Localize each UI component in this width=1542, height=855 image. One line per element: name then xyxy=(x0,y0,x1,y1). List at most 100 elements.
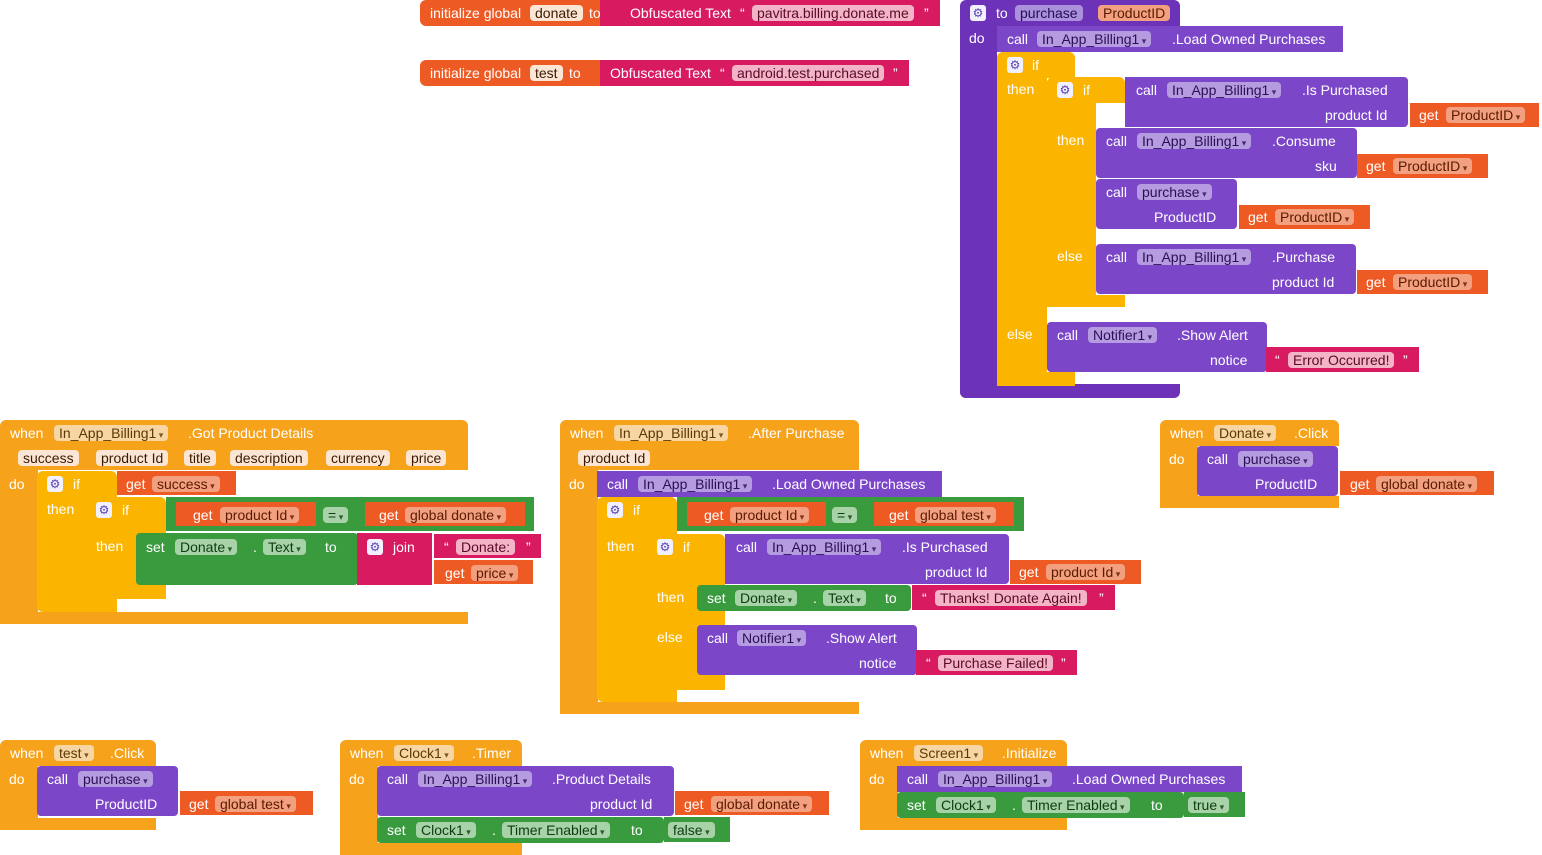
variable-dropdown[interactable]: ProductID xyxy=(1393,158,1473,174)
arg-label: ProductID xyxy=(1154,209,1217,225)
component-dropdown[interactable]: In_App_Billing1 xyxy=(938,771,1053,787)
variable-dropdown[interactable]: global test xyxy=(915,507,996,523)
event-footer xyxy=(1160,496,1339,508)
gear-icon[interactable]: ⚙ xyxy=(47,476,63,492)
boolean-dropdown[interactable]: true xyxy=(1188,797,1230,813)
quote-open: “ xyxy=(444,539,449,555)
procedure-dropdown[interactable]: purchase xyxy=(1238,451,1313,467)
component-dropdown[interactable]: In_App_Billing1 xyxy=(767,539,882,555)
component-dropdown[interactable]: Notifier1 xyxy=(737,630,807,646)
variable-dropdown[interactable]: global test xyxy=(215,796,296,812)
call-label: call xyxy=(387,771,409,787)
variable-dropdown[interactable]: product Id xyxy=(220,507,300,523)
get-label: get xyxy=(889,507,909,523)
component-dropdown[interactable]: In_App_Billing1 xyxy=(614,425,729,441)
then-label: then xyxy=(96,538,124,554)
quote-close: ” xyxy=(1061,655,1066,671)
component-dropdown[interactable]: Clock1 xyxy=(394,745,454,761)
get-label: get xyxy=(1366,158,1386,174)
arg-label: notice xyxy=(1210,352,1248,368)
variable-dropdown[interactable]: ProductID xyxy=(1275,209,1355,225)
if-label: if xyxy=(122,502,129,518)
property-dropdown[interactable]: Text xyxy=(823,590,866,606)
component-dropdown[interactable]: In_App_Billing1 xyxy=(418,771,533,787)
gear-icon[interactable]: ⚙ xyxy=(367,539,383,555)
if-else-spine xyxy=(997,52,1047,386)
to-label: to xyxy=(631,822,643,838)
event-param[interactable]: currency xyxy=(326,450,390,466)
call-label: call xyxy=(1207,451,1229,467)
event-param[interactable]: product Id xyxy=(96,450,169,466)
variable-dropdown[interactable]: global donate xyxy=(711,796,813,812)
gear-icon[interactable]: ⚙ xyxy=(970,5,986,21)
variable-dropdown[interactable]: ProductID xyxy=(1393,274,1473,290)
property-dropdown[interactable]: Timer Enabled xyxy=(502,822,610,838)
variable-dropdown[interactable]: global donate xyxy=(405,507,507,523)
component-dropdown[interactable]: Clock1 xyxy=(416,822,476,838)
when-label: when xyxy=(570,425,604,441)
set-property-block[interactable] xyxy=(136,533,358,585)
get-label: get xyxy=(193,507,213,523)
event-spine xyxy=(560,470,598,714)
component-dropdown[interactable]: test xyxy=(54,745,94,761)
operator-dropdown[interactable]: = xyxy=(323,507,349,523)
component-dropdown[interactable]: In_App_Billing1 xyxy=(1167,82,1282,98)
to-label: to xyxy=(589,5,601,21)
gear-icon[interactable]: ⚙ xyxy=(657,539,673,555)
component-dropdown[interactable]: In_App_Billing1 xyxy=(1037,31,1152,47)
property-dropdown[interactable]: Timer Enabled xyxy=(1022,797,1130,813)
event-param[interactable]: success xyxy=(18,450,79,466)
event-param[interactable]: product Id xyxy=(578,450,651,466)
text-field[interactable]: pavitra.billing.donate.me xyxy=(752,5,914,21)
obfuscated-text-label: Obfuscated Text xyxy=(630,5,731,21)
event-param[interactable]: description xyxy=(230,450,308,466)
text-field[interactable]: android.test.purchased xyxy=(732,65,885,81)
property-dropdown[interactable]: Text xyxy=(263,539,306,555)
text-field[interactable]: Purchase Failed! xyxy=(938,655,1054,671)
variable-dropdown[interactable]: success xyxy=(152,476,220,492)
component-dropdown[interactable]: In_App_Billing1 xyxy=(54,425,169,441)
global-name-field[interactable]: test xyxy=(530,65,563,81)
gear-icon[interactable]: ⚙ xyxy=(1057,82,1073,98)
variable-dropdown[interactable]: product Id xyxy=(730,507,810,523)
to-label: to xyxy=(885,590,897,606)
text-field[interactable]: Thanks! Donate Again! xyxy=(935,590,1087,606)
variable-dropdown[interactable]: global donate xyxy=(1376,476,1478,492)
procedure-dropdown[interactable]: purchase xyxy=(78,771,153,787)
component-dropdown[interactable]: In_App_Billing1 xyxy=(638,476,753,492)
quote-open: “ xyxy=(922,590,927,606)
set-property-block[interactable] xyxy=(697,585,911,611)
variable-dropdown[interactable]: product Id xyxy=(1046,564,1126,580)
procedure-param[interactable]: ProductID xyxy=(1098,5,1171,21)
if-label: if xyxy=(633,502,640,518)
procedure-dropdown[interactable]: purchase xyxy=(1137,184,1212,200)
gear-icon[interactable]: ⚙ xyxy=(1007,57,1023,73)
method-label: .Consume xyxy=(1272,133,1336,149)
component-dropdown[interactable]: In_App_Billing1 xyxy=(1137,249,1252,265)
method-label: .Show Alert xyxy=(1177,327,1248,343)
to-label: to xyxy=(325,539,337,555)
init-global-test-block[interactable] xyxy=(420,60,600,86)
operator-dropdown[interactable]: = xyxy=(832,507,858,523)
global-name-field[interactable]: donate xyxy=(530,5,583,21)
boolean-dropdown[interactable]: false xyxy=(668,822,715,838)
component-dropdown[interactable]: Clock1 xyxy=(936,797,996,813)
component-dropdown[interactable]: Donate xyxy=(175,539,238,555)
variable-dropdown[interactable]: price xyxy=(471,565,519,581)
join-label: join xyxy=(393,539,415,555)
event-param[interactable]: title xyxy=(184,450,216,466)
event-param[interactable]: price xyxy=(406,450,447,466)
text-field[interactable]: Error Occurred! xyxy=(1288,352,1395,368)
variable-dropdown[interactable]: ProductID xyxy=(1446,107,1526,123)
text-field[interactable]: Donate: xyxy=(456,539,516,555)
gear-icon[interactable]: ⚙ xyxy=(96,502,112,518)
call-show-alert-block[interactable] xyxy=(697,625,917,675)
component-dropdown[interactable]: Donate xyxy=(735,590,798,606)
component-dropdown[interactable]: In_App_Billing1 xyxy=(1137,133,1252,149)
component-dropdown[interactable]: Notifier1 xyxy=(1088,327,1158,343)
gear-icon[interactable]: ⚙ xyxy=(607,502,623,518)
procedure-name-field[interactable]: purchase xyxy=(1015,5,1083,21)
component-dropdown[interactable]: Screen1 xyxy=(914,745,984,761)
component-dropdown[interactable]: Donate xyxy=(1214,425,1277,441)
